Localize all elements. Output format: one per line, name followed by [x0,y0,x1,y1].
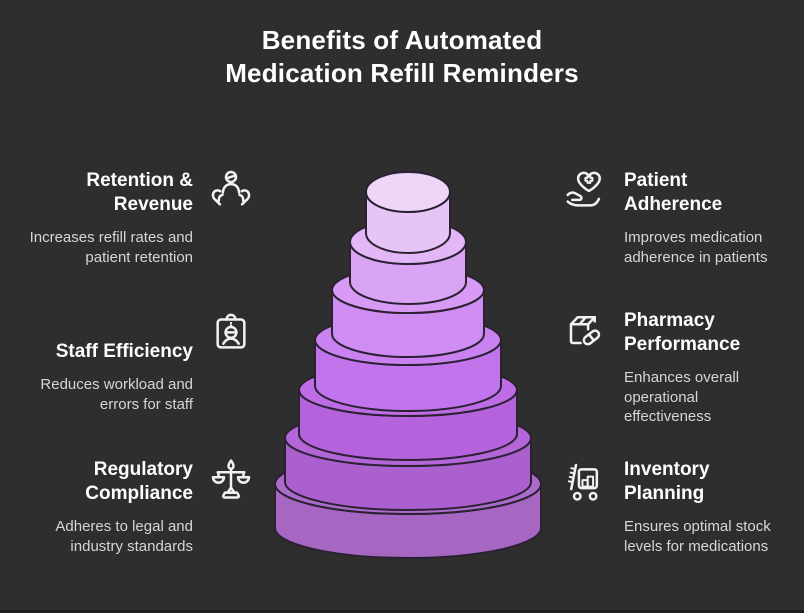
benefit-retention-revenue: Retention & Revenue Increases refill rat… [28,163,256,267]
benefit-title: Retention & Revenue [86,170,193,215]
funnel-tier-6-body [284,437,532,511]
funnel-tier-7-body [274,483,542,559]
title-line-1: Benefits of Automated [261,25,543,55]
benefit-text-block: Patient Adherence Improves medication ad… [624,169,797,267]
page-title: Benefits of Automated Medication Refill … [0,24,804,90]
funnel-tier-1-body [365,191,451,254]
funnel-tier-3-top [331,266,485,314]
inventory-cart-icon [561,454,611,508]
benefit-title: Pharmacy Performance [624,310,741,355]
funnel-tier-2-top [349,219,467,265]
balance-scale-icon [206,454,256,508]
funnel-tier-6-top [284,409,532,467]
benefit-text-block: Inventory Planning Ensures optimal stock… [624,458,797,556]
benefit-text-block: Staff Efficiency Reduces workload and er… [28,309,193,414]
benefit-title: Regulatory Compliance [85,459,193,504]
funnel-tier-5-top [298,363,518,417]
benefit-description: Reduces workload and errors for staff [40,376,193,413]
funnel-tier-5-body [298,389,518,461]
benefit-patient-adherence: Patient Adherence Improves medication ad… [561,163,797,267]
funnel-tier-1-top [365,171,451,213]
benefit-description: Enhances overall operational effectivene… [624,369,740,425]
package-pill-icon [561,305,611,359]
benefit-description: Improves medication adherence in patient… [624,229,768,266]
benefit-title: Staff Efficiency [55,341,193,362]
funnel-tier-4-top [314,314,502,366]
benefit-description: Increases refill rates and patient reten… [29,229,193,266]
funnel-tier-3-body [331,289,485,358]
title-line-2: Medication Refill Reminders [225,58,579,88]
funnel-tier-2-body [349,241,467,305]
funnel-tier-7-top [274,453,542,515]
benefit-inventory-planning: Inventory Planning Ensures optimal stock… [561,452,797,556]
benefit-regulatory-compliance: Regulatory Compliance Adheres to legal a… [28,452,256,556]
funnel-tier-4-body [314,339,502,412]
benefit-description: Ensures optimal stock levels for medicat… [624,518,771,555]
benefit-text-block: Retention & Revenue Increases refill rat… [28,169,193,267]
benefit-pharmacy-performance: Pharmacy Performance Enhances overall op… [561,303,797,427]
benefit-text-block: Regulatory Compliance Adheres to legal a… [28,458,193,556]
staff-badge-clipboard-icon [206,305,256,359]
benefit-staff-efficiency: Staff Efficiency Reduces workload and er… [28,303,256,414]
benefit-title: Inventory Planning [624,459,710,504]
heart-cross-hand-icon [561,165,611,219]
benefit-title: Patient Adherence [624,170,723,215]
benefit-description: Adheres to legal and industry standards [55,518,193,555]
caring-hands-person-icon [206,165,256,219]
benefit-text-block: Pharmacy Performance Enhances overall op… [624,309,797,427]
bottom-edge-strip [0,610,804,613]
